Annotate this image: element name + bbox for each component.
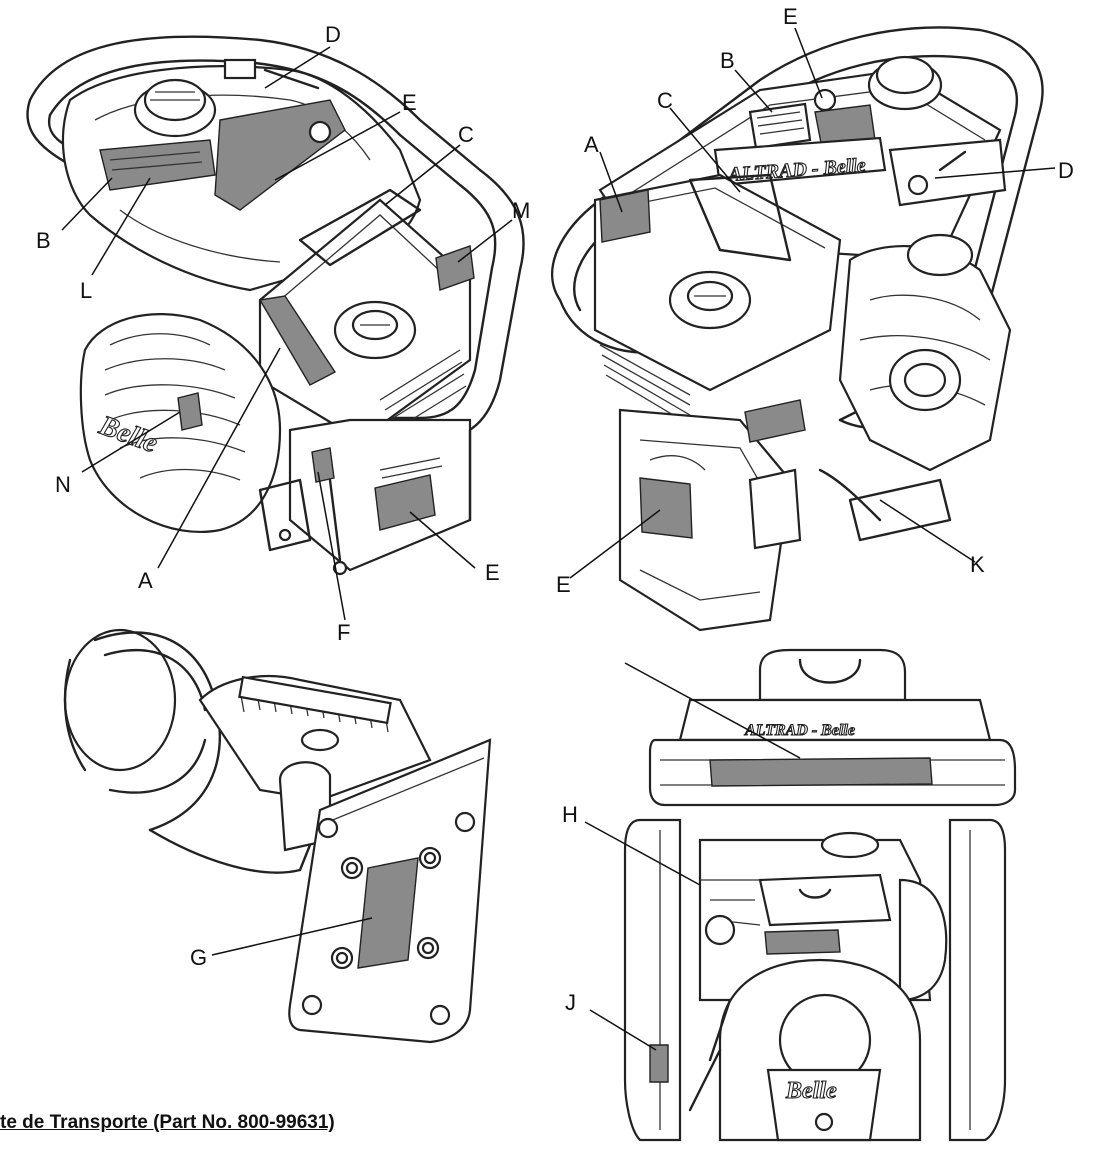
label-fig1-n: N <box>55 472 71 497</box>
label-fig2-c: C <box>657 88 673 113</box>
label-fig2-a: A <box>584 132 599 157</box>
caption-transport-kit: te de Transporte (Part No. 800-99631) <box>0 1112 335 1133</box>
label-fig1-l: L <box>80 278 92 303</box>
figure-1-machine-front-view: Belle D E C M B L N A F E <box>26 22 530 645</box>
label-fig2-d: D <box>1058 158 1074 183</box>
label-fig1-e-top: E <box>402 90 417 115</box>
label-fig1-e-bottom: E <box>485 560 500 585</box>
label-fig1-c: C <box>458 122 474 147</box>
label-fig1-f: F <box>337 620 350 645</box>
belle-logo-fig4: Belle <box>785 1078 837 1104</box>
label-fig2-b: B <box>720 48 735 73</box>
label-fig2-e-bottom: E <box>556 572 571 597</box>
figure-4-machine-side-view: ALTRAD - Belle Belle H J <box>562 648 1017 1142</box>
label-fig1-a: A <box>138 568 153 593</box>
altrad-belle-logo-fig4: ALTRAD - Belle <box>744 722 855 739</box>
label-fig4-j: J <box>565 990 576 1015</box>
label-fig1-d: D <box>325 22 341 47</box>
label-fig1-m: M <box>512 198 530 223</box>
label-fig2-k: K <box>970 552 985 577</box>
label-fig3-g: G <box>190 945 207 970</box>
figure-3-foot-plate-view: G <box>63 628 492 1044</box>
label-fig4-h: H <box>562 802 578 827</box>
label-fig1-b: B <box>36 228 51 253</box>
label-fig2-e-top: E <box>783 4 798 29</box>
figure-2-machine-rear-view: ALTRAD - Belle <box>550 4 1074 632</box>
